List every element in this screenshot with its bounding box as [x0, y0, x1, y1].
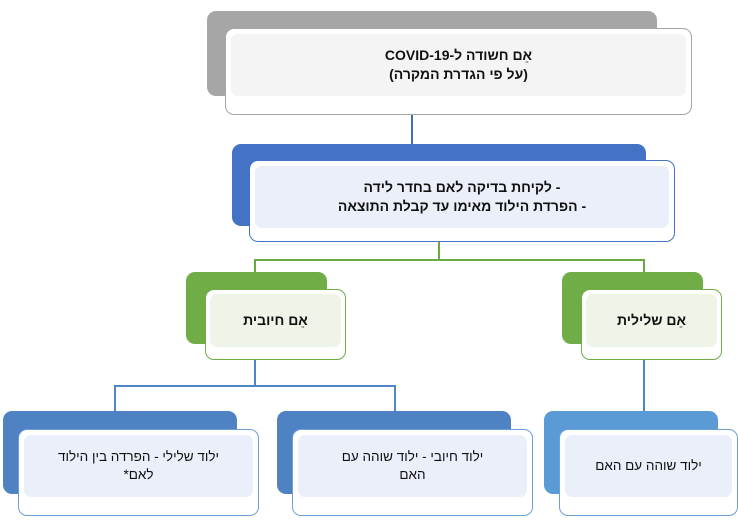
node-label-line2: - הפרדת הילוד מאימו עד קבלת התוצאה: [337, 198, 587, 214]
connector-suspected-to-actions: [411, 110, 413, 146]
node-label-line2: האם: [399, 467, 426, 482]
node-label-line1: - לקיחת בדיקה לאם בחדר לידה: [363, 179, 561, 196]
node-card: ילוד שלילי - הפרדה בין הילוד לאם*: [18, 429, 259, 516]
node-label: אֵם חיובית: [243, 312, 308, 329]
node-label-line1: ילוד שלילי - הפרדה בין הילוד: [58, 448, 219, 464]
node-newborn-positive[interactable]: ילוד חיובי - ילוד שוהה עם האם: [277, 411, 533, 516]
node-label: ילוד שוהה עם האם: [595, 457, 702, 473]
connector-actions-stub: [438, 240, 440, 260]
node-label: אֵם שלילית: [616, 312, 687, 329]
node-inner: ילוד שלילי - הפרדה בין הילוד לאם*: [24, 435, 253, 497]
node-inner: ילוד שוהה עם האם: [565, 435, 732, 497]
node-card: ילוד חיובי - ילוד שוהה עם האם: [292, 429, 533, 516]
node-mother-negative[interactable]: אֵם שלילית: [562, 272, 722, 360]
node-delivery-room-actions[interactable]: - לקיחת בדיקה לאם בחדר לידה - הפרדת הילו…: [232, 144, 675, 242]
connector-green-left-drop: [254, 259, 256, 284]
node-mother-positive[interactable]: אֵם חיובית: [186, 272, 346, 360]
node-inner: אֵם חיובית: [210, 294, 341, 347]
node-label-line1: אֵם חשודה ל-COVID-19: [384, 47, 533, 64]
connector-positive-right-drop: [394, 385, 396, 412]
node-label: אֵם חשודה ל-COVID-19 (על פי הגדרת המקרה): [231, 46, 686, 84]
node-inner: ילוד חיובי - ילוד שוהה עם האם: [298, 435, 527, 497]
node-inner: אֵם חשודה ל-COVID-19 (על פי הגדרת המקרה): [231, 34, 686, 96]
connector-positive-horizontal: [114, 385, 395, 387]
node-label-line2: (על פי הגדרת המקרה): [389, 66, 528, 82]
node-suspected-mother[interactable]: אֵם חשודה ל-COVID-19 (על פי הגדרת המקרה): [207, 11, 692, 115]
connector-negative-drop: [643, 358, 645, 412]
node-card: אֵם חיובית: [205, 289, 346, 360]
node-card: ילוד שוהה עם האם: [559, 429, 738, 516]
node-card: אֵם שלילית: [581, 289, 722, 360]
connector-positive-left-drop: [114, 385, 116, 412]
node-newborn-with-mother[interactable]: ילוד שוהה עם האם: [544, 411, 738, 516]
connector-green-right-drop: [643, 259, 645, 284]
node-label-line2: לאם*: [123, 467, 154, 482]
node-label: ילוד שלילי - הפרדה בין הילוד לאם*: [24, 448, 253, 484]
node-newborn-negative[interactable]: ילוד שלילי - הפרדה בין הילוד לאם*: [3, 411, 259, 516]
node-card: אֵם חשודה ל-COVID-19 (על פי הגדרת המקרה): [225, 28, 692, 115]
connector-green-horizontal: [254, 259, 644, 261]
connector-positive-stub: [254, 358, 256, 386]
node-label-line1: ילוד חיובי - ילוד שוהה עם: [341, 448, 484, 464]
node-label: - לקיחת בדיקה לאם בחדר לידה - הפרדת הילו…: [255, 178, 669, 216]
node-inner: אֵם שלילית: [586, 294, 717, 347]
node-card: - לקיחת בדיקה לאם בחדר לידה - הפרדת הילו…: [249, 160, 675, 242]
node-inner: - לקיחת בדיקה לאם בחדר לידה - הפרדת הילו…: [255, 166, 669, 228]
node-label: ילוד חיובי - ילוד שוהה עם האם: [298, 448, 527, 484]
